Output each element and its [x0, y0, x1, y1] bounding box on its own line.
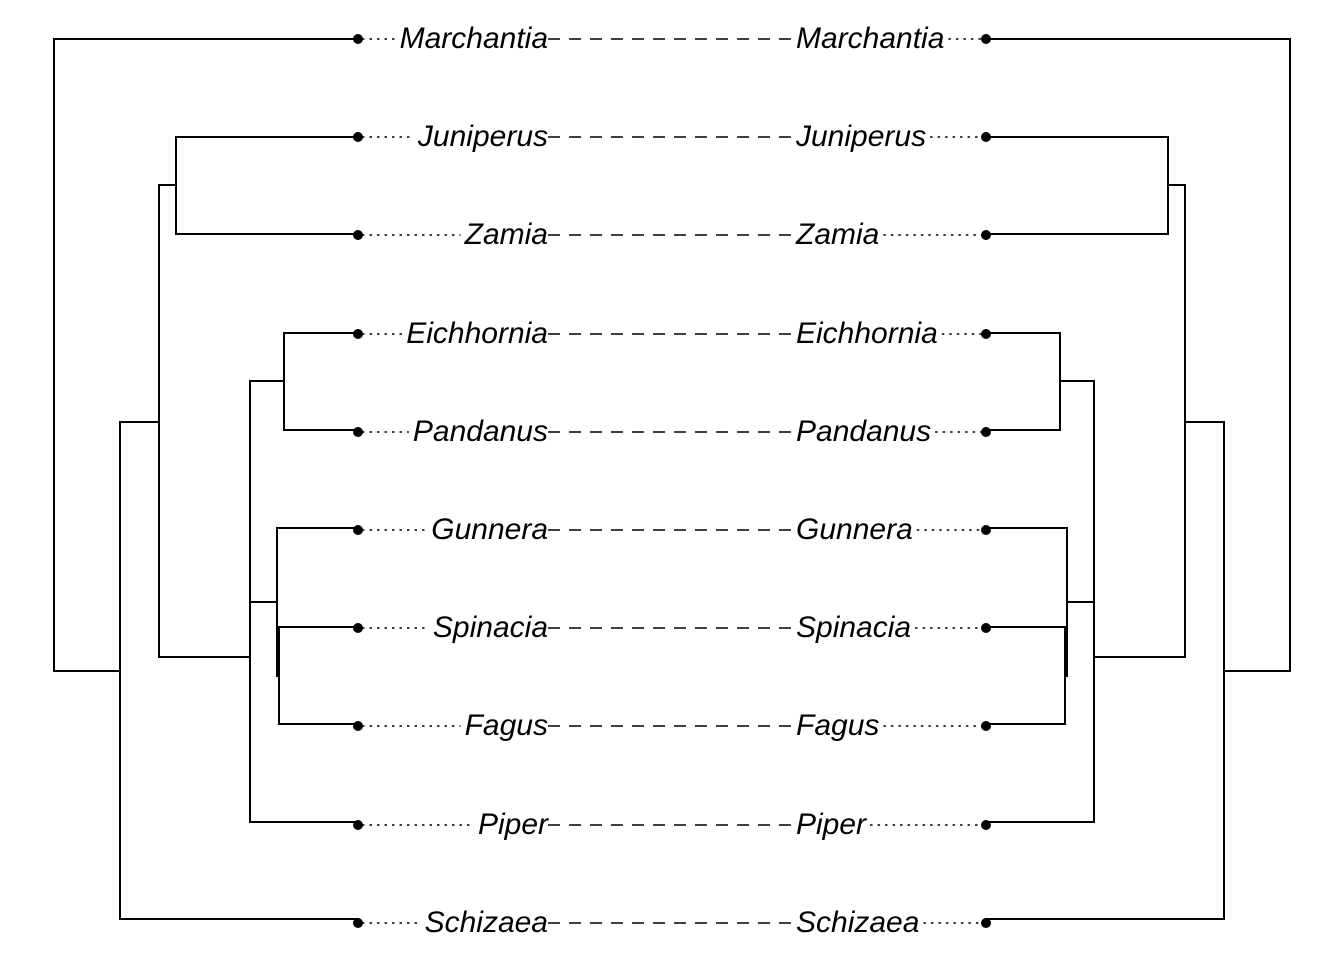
right-tip-dot	[981, 230, 991, 240]
left-branch-angiosperm	[249, 380, 359, 823]
left-branch-spinacia-fagus	[278, 626, 359, 725]
right-tip-dot	[981, 820, 991, 830]
right-tip-label-gunnera: Gunnera	[796, 513, 913, 546]
right-branch-spinacia-fagus	[985, 626, 1066, 725]
left-tree	[53, 38, 359, 920]
left-tip-label-pandanus: Pandanus	[413, 415, 548, 448]
right-branch-gymnosperm-angiosperm	[1167, 184, 1225, 423]
left-tip-label-marchantia: Marchantia	[400, 22, 548, 55]
right-branch-angiosperm-stem	[1093, 184, 1186, 658]
right-tip-label-eichhornia: Eichhornia	[796, 317, 938, 350]
right-tip-label-marchantia: Marchantia	[796, 22, 944, 55]
right-tip-dot	[981, 721, 991, 731]
right-tip-dot	[981, 132, 991, 142]
left-tip-label-piper: Piper	[478, 808, 549, 841]
left-tip-label-gunnera: Gunnera	[431, 513, 548, 546]
tip-rows: MarchantiaJuniperusZamiaEichhorniaPandan…	[353, 22, 991, 939]
left-tip-label-juniperus: Juniperus	[417, 120, 548, 153]
left-tip-dot	[353, 427, 363, 437]
left-tip-label-schizaea: Schizaea	[425, 906, 548, 939]
right-branch-angiosperm	[985, 380, 1095, 823]
left-tip-label-spinacia: Spinacia	[433, 611, 548, 644]
left-tip-dot	[353, 329, 363, 339]
left-branch-juniperus-zamia	[175, 136, 359, 235]
right-branch-eichhornia-pandanus	[985, 332, 1061, 431]
left-tip-dot	[353, 132, 363, 142]
left-tip-dot	[353, 525, 363, 535]
left-tip-dot	[353, 820, 363, 830]
left-tip-dot	[353, 721, 363, 731]
right-branch-root	[985, 38, 1291, 672]
right-tip-dot	[981, 329, 991, 339]
right-tip-label-fagus: Fagus	[796, 709, 879, 742]
right-tip-dot	[981, 427, 991, 437]
left-tip-label-eichhornia: Eichhornia	[406, 317, 548, 350]
right-branch-juniperus-zamia	[985, 136, 1169, 235]
right-tree	[985, 38, 1291, 920]
right-tip-dot	[981, 34, 991, 44]
right-tip-dot	[981, 623, 991, 633]
right-tip-dot	[981, 525, 991, 535]
right-tip-label-zamia: Zamia	[795, 218, 879, 251]
left-tip-dot	[353, 230, 363, 240]
left-branch-schizaea-clade	[119, 421, 359, 920]
right-tip-dot	[981, 918, 991, 928]
left-tip-dot	[353, 34, 363, 44]
left-tip-label-fagus: Fagus	[465, 709, 548, 742]
right-tip-label-piper: Piper	[796, 808, 867, 841]
right-tip-label-spinacia: Spinacia	[796, 611, 911, 644]
left-branch-root	[53, 38, 359, 672]
left-branch-angiosperm-stem	[158, 184, 251, 658]
right-tip-label-juniperus: Juniperus	[795, 120, 926, 153]
right-tip-label-schizaea: Schizaea	[796, 906, 919, 939]
left-tip-dot	[353, 623, 363, 633]
left-tip-dot	[353, 918, 363, 928]
left-tip-label-zamia: Zamia	[464, 218, 548, 251]
right-tip-label-pandanus: Pandanus	[796, 415, 931, 448]
left-branch-gymnosperm-angiosperm	[119, 184, 177, 423]
left-branch-eichhornia-pandanus	[283, 332, 359, 431]
right-branch-schizaea-clade	[985, 421, 1225, 920]
